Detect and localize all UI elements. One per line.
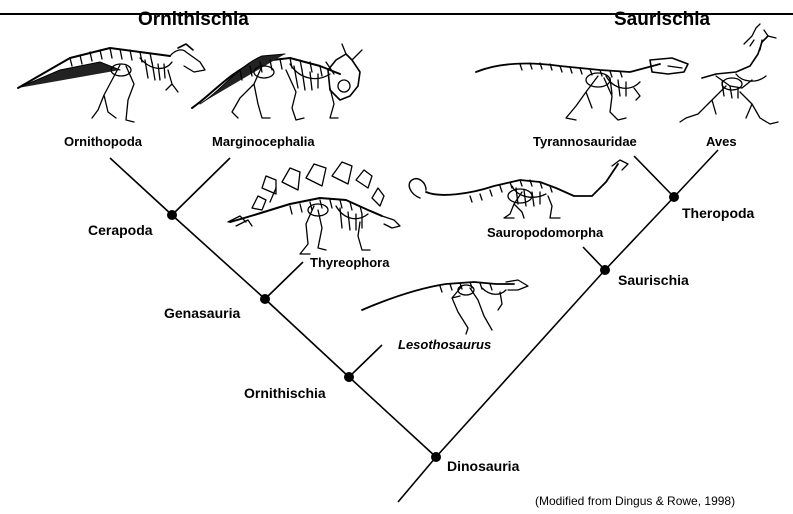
node-dot-dinosauria bbox=[431, 452, 441, 462]
branch-to-lesothosaurus bbox=[349, 345, 382, 377]
stegosaur-skeleton-icon bbox=[228, 162, 400, 254]
branch-saurischia-to-theropoda bbox=[605, 197, 674, 270]
taxon-label-lesothosaurus: Lesothosaurus bbox=[398, 338, 491, 351]
node-dot-cerapoda bbox=[167, 210, 177, 220]
taxon-label-tyrannosauridae: Tyrannosauridae bbox=[533, 135, 637, 148]
header-ornithischia: Ornithischia bbox=[138, 10, 249, 29]
node-label-ornithischia: Ornithischia bbox=[244, 386, 326, 400]
node-dot-saurischia bbox=[600, 265, 610, 275]
branch-to-marginocephalia bbox=[172, 158, 230, 215]
node-label-cerapoda: Cerapoda bbox=[88, 223, 153, 237]
node-label-dinosauria: Dinosauria bbox=[447, 459, 519, 473]
branch-dinosauria-to-saurischia bbox=[436, 270, 605, 457]
branch-ornithischia-to-genasauria bbox=[265, 299, 349, 377]
node-dot-genasauria bbox=[260, 294, 270, 304]
hadrosaur-skeleton-icon bbox=[18, 44, 205, 122]
node-label-genasauria: Genasauria bbox=[164, 306, 240, 320]
branch-dinosauria-to-ornithischia bbox=[349, 377, 436, 457]
citation-text: (Modified from Dingus & Rowe, 1998) bbox=[535, 495, 735, 507]
node-label-saurischia: Saurischia bbox=[618, 273, 689, 287]
branch-to-ornithopoda bbox=[110, 158, 172, 215]
header-saurischia: Saurischia bbox=[614, 10, 710, 29]
sauropod-skeleton-icon bbox=[409, 160, 628, 218]
taxon-label-ornithopoda: Ornithopoda bbox=[64, 135, 142, 148]
tyrannosaur-skeleton-icon bbox=[476, 58, 688, 120]
taxon-label-thyreophora: Thyreophora bbox=[310, 256, 389, 269]
bird-skeleton-icon bbox=[680, 24, 778, 124]
node-dot-ornithischia bbox=[344, 372, 354, 382]
small-ornithischian-skeleton-icon bbox=[362, 280, 528, 334]
node-dot-theropoda bbox=[669, 192, 679, 202]
branch-to-tyrannosauridae bbox=[634, 156, 674, 197]
branch-to-thyreophora bbox=[265, 262, 303, 299]
taxon-label-marginocephalia: Marginocephalia bbox=[212, 135, 315, 148]
tree-branches bbox=[110, 150, 718, 502]
branch-root bbox=[398, 457, 436, 502]
branch-to-aves bbox=[674, 150, 718, 197]
taxon-label-sauropodomorpha: Sauropodomorpha bbox=[487, 226, 603, 239]
node-label-theropoda: Theropoda bbox=[682, 206, 754, 220]
ceratopsian-skeleton-icon bbox=[192, 44, 362, 120]
branch-genasauria-to-cerapoda bbox=[172, 215, 265, 299]
taxon-label-aves: Aves bbox=[706, 135, 737, 148]
